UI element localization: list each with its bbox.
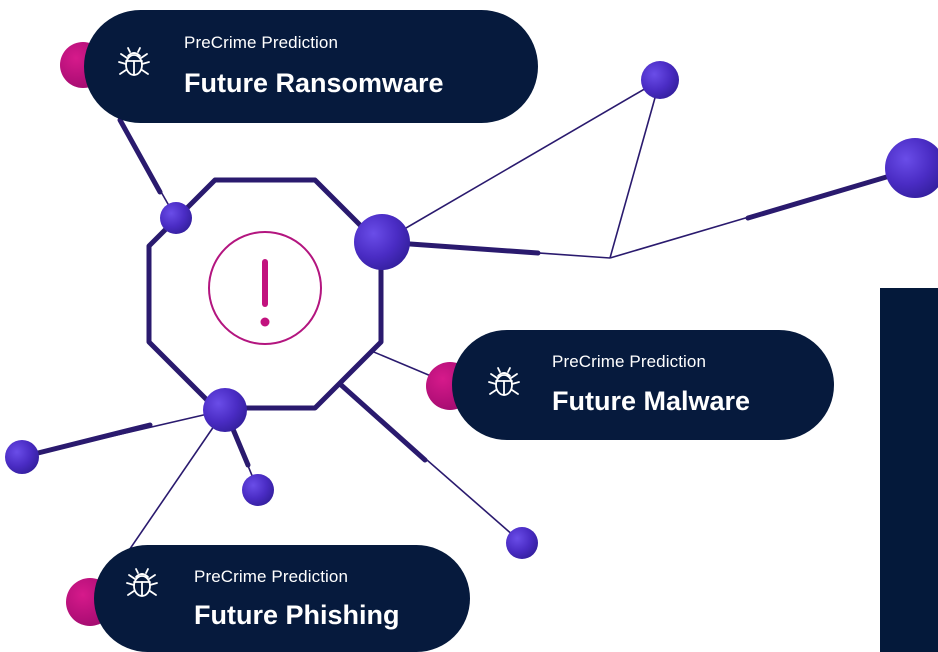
network-node xyxy=(641,61,679,99)
network-node xyxy=(885,138,938,198)
network-node xyxy=(160,202,192,234)
network-node xyxy=(506,527,538,559)
network-node xyxy=(203,388,247,432)
card-title: Future Malware xyxy=(552,386,751,416)
nodes xyxy=(5,61,938,559)
edge-thick xyxy=(337,381,428,463)
dark-side-panel xyxy=(880,288,938,652)
card-subtitle: PreCrime Prediction xyxy=(194,567,349,586)
bug-icon xyxy=(486,364,522,400)
edge-thick xyxy=(117,117,163,195)
network-node xyxy=(5,440,39,474)
bug-icon xyxy=(124,565,160,601)
alert-exclamation-icon xyxy=(208,231,322,345)
edge xyxy=(609,79,661,259)
prediction-card-ransomware: PreCrime Prediction Future Ransomware xyxy=(84,10,538,123)
prediction-card-phishing: PreCrime Prediction Future Phishing xyxy=(94,545,470,652)
card-subtitle: PreCrime Prediction xyxy=(184,33,339,52)
bug-icon xyxy=(116,44,152,80)
card-title: Future Ransomware xyxy=(184,68,444,98)
edge-thick xyxy=(27,422,153,458)
edge-thick xyxy=(745,167,913,221)
card-subtitle: PreCrime Prediction xyxy=(552,352,707,371)
prediction-card-malware: PreCrime Prediction Future Malware xyxy=(452,330,834,440)
card-title: Future Phishing xyxy=(194,600,400,630)
edge xyxy=(381,79,661,243)
network-node xyxy=(354,214,410,270)
network-node xyxy=(242,474,274,506)
